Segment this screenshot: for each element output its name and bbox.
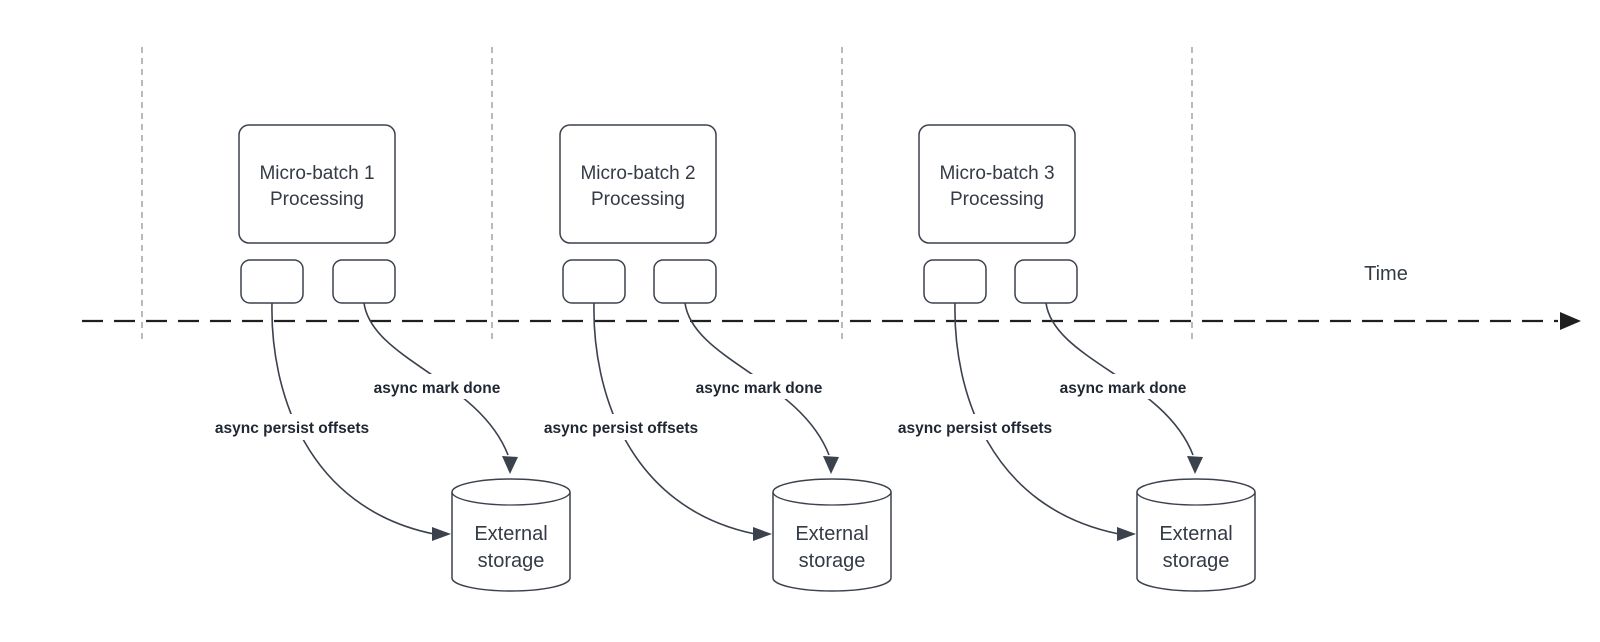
mark-done-label-bg-3 (1047, 374, 1199, 399)
external-storage-cylinder-1 (451, 478, 571, 592)
external-storage-label-1-line1: External (474, 523, 547, 545)
external-storage-label-1-line2: storage (478, 550, 545, 572)
persist-arrowhead-icon-3 (1117, 527, 1136, 541)
mark-done-label-2: async mark done (696, 380, 823, 397)
micro-batch-2-title-line1: Micro-batch 2 (580, 163, 695, 184)
persist-offsets-label-1: async persist offsets (215, 420, 369, 437)
external-storage-label-3-line1: External (1159, 523, 1232, 545)
persist-offsets-arrow-3 (954, 302, 1120, 535)
persist-offsets-arrow-1 (271, 302, 435, 535)
offset-task-box-1 (240, 259, 304, 304)
mark-done-label-bg-1 (361, 374, 513, 399)
persist-arrowhead-icon-2 (753, 527, 772, 541)
mark-done-task-box-2 (653, 259, 717, 304)
micro-batch-group-3: Micro-batch 3 Processing async persist o… (882, 124, 1256, 592)
mark-done-label-1: async mark done (374, 380, 501, 397)
mark-done-arrow-1 (363, 302, 509, 456)
micro-batch-3-title-line1: Micro-batch 3 (939, 163, 1054, 184)
mark-done-arrow-2 (684, 302, 830, 456)
mark-done-task-box-3 (1014, 259, 1078, 304)
mark-done-label-3: async mark done (1060, 380, 1187, 397)
mark-done-arrowhead-icon-2 (823, 456, 839, 474)
persist-label-bg-3 (882, 414, 1068, 440)
cylinder-rim-arc-2 (772, 491, 892, 506)
micro-batch-3-title-line2: Processing (950, 189, 1044, 210)
time-axis-arrowhead-icon (1560, 312, 1581, 330)
persist-label-bg-2 (528, 414, 714, 440)
external-storage-label-3-line2: storage (1163, 550, 1230, 572)
micro-batch-2-title-line2: Processing (591, 189, 685, 210)
offset-task-box-3 (923, 259, 987, 304)
persist-offsets-arrow-2 (593, 302, 756, 535)
micro-batch-group-2: Micro-batch 2 Processing async persist o… (528, 124, 892, 592)
mark-done-arrow-3 (1045, 302, 1194, 456)
external-storage-cylinder-3 (1136, 478, 1256, 592)
micro-batch-1-title-line2: Processing (270, 189, 364, 210)
external-storage-label-2-line1: External (795, 523, 868, 545)
micro-batch-1-title-line1: Micro-batch 1 (259, 163, 374, 184)
external-storage-cylinder-2 (772, 478, 892, 592)
persist-offsets-label-2: async persist offsets (544, 420, 698, 437)
offset-task-box-2 (562, 259, 626, 304)
persist-offsets-label-3: async persist offsets (898, 420, 1052, 437)
persist-arrowhead-icon-1 (432, 527, 451, 541)
persist-label-bg-1 (199, 414, 385, 440)
mark-done-arrowhead-icon-1 (502, 456, 518, 474)
micro-batch-3-box (918, 124, 1076, 244)
micro-batch-1-box (238, 124, 396, 244)
mark-done-task-box-1 (332, 259, 396, 304)
mark-done-label-bg-2 (683, 374, 835, 399)
micro-batch-2-box (559, 124, 717, 244)
cylinder-rim-arc-1 (451, 491, 571, 506)
cylinder-rim-arc-3 (1136, 491, 1256, 506)
micro-batch-group-1: Micro-batch 1 Processing async persist o… (199, 124, 571, 592)
time-axis-label: Time (1364, 263, 1408, 285)
external-storage-label-2-line2: storage (799, 550, 866, 572)
mark-done-arrowhead-icon-3 (1187, 456, 1203, 474)
